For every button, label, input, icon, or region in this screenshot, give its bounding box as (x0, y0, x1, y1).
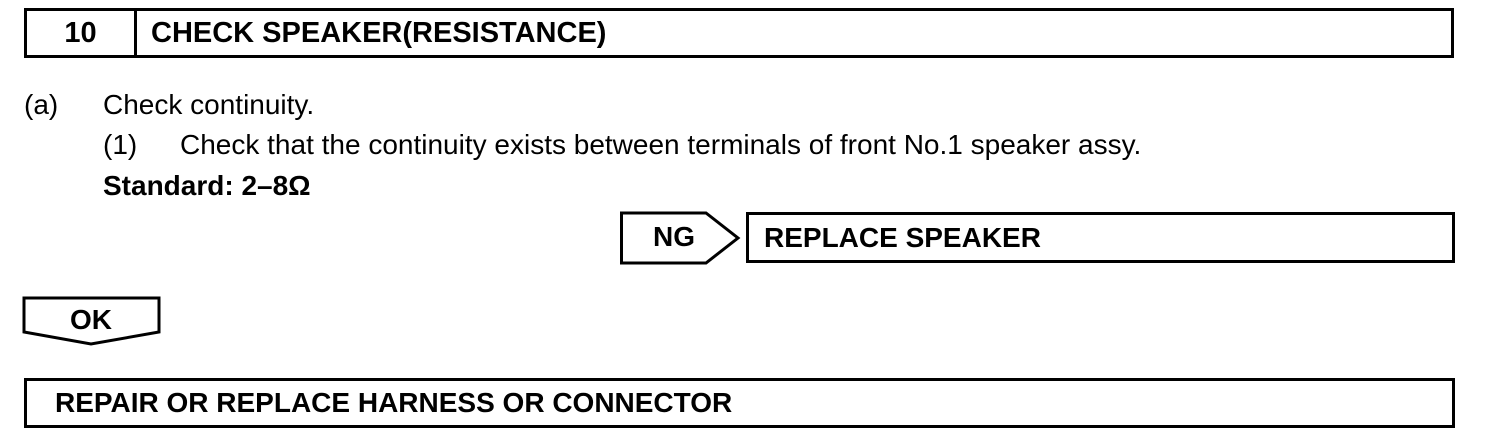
ng-result-box: REPLACE SPEAKER (746, 212, 1455, 263)
step-header: 10 CHECK SPEAKER(RESISTANCE) (24, 8, 1454, 58)
item-1-marker: (1) (103, 129, 138, 160)
ok-arrow-shape (22, 296, 161, 346)
step-title: CHECK SPEAKER(RESISTANCE) (151, 16, 607, 49)
ng-arrow-shape (620, 211, 741, 265)
item-a-marker: (a) (24, 89, 59, 120)
ok-result-box: REPAIR OR REPLACE HARNESS OR CONNECTOR (24, 378, 1455, 428)
ng-label: NG (653, 221, 695, 252)
step-number: 10 (27, 11, 137, 55)
item-a-text: Check continuity. (103, 89, 315, 120)
standard-value: Standard: 2–8Ω (103, 170, 311, 201)
item-1-text: Check that the continuity exists between… (180, 129, 1142, 160)
ok-label: OK (70, 304, 112, 335)
